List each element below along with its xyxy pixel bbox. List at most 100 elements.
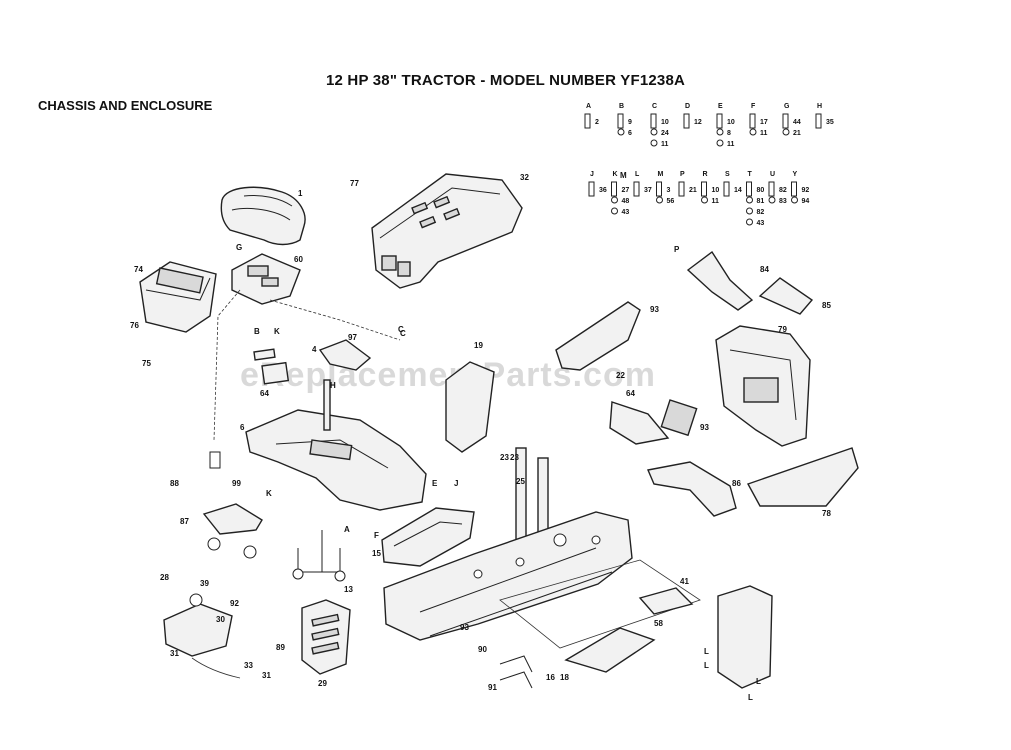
hardware-part-number: 10 — [661, 119, 669, 126]
part-callout: K — [266, 489, 272, 498]
hardware-part-number: 43 — [622, 209, 630, 216]
hardware-letter: J — [590, 171, 594, 178]
part-callout: 92 — [230, 599, 239, 608]
part-callout: 87 — [180, 517, 189, 526]
part-callout: 39 — [200, 579, 209, 588]
part-callout: 88 — [170, 479, 179, 488]
part-callout: 30 — [216, 615, 225, 624]
hardware-part-number: 21 — [689, 187, 697, 194]
hardware-letter: D — [685, 103, 690, 110]
part-callout: 89 — [276, 643, 285, 652]
part-callout: A — [344, 525, 350, 534]
hardware-part-number: 10 — [727, 119, 735, 126]
bolt-icon — [617, 113, 624, 129]
part-bracket-87 — [202, 451, 263, 559]
part-callout: 13 — [344, 585, 353, 594]
part-callout: C — [400, 329, 406, 338]
part-callout: 25 — [516, 477, 525, 486]
nut-icon — [611, 196, 618, 204]
bolt-icon — [701, 181, 707, 197]
part-callout: M — [620, 171, 627, 180]
bolt-icon — [815, 113, 822, 129]
part-lift-bracket — [318, 339, 372, 431]
hardware-part-number: 6 — [628, 130, 632, 137]
part-callout: H — [330, 381, 336, 390]
part-callout: L — [704, 661, 709, 670]
part-callout: 4 — [312, 345, 317, 354]
hardware-part-number: 37 — [644, 187, 652, 194]
part-callout: 1 — [298, 189, 303, 198]
nut-icon — [650, 139, 658, 147]
hardware-letter: S — [725, 171, 730, 178]
nut-icon — [650, 128, 658, 136]
part-callout: 23 — [510, 453, 519, 462]
part-callout: 90 — [478, 645, 487, 654]
bolt-icon — [746, 181, 752, 197]
hardware-part-number: 35 — [826, 119, 834, 126]
part-callout: 19 — [474, 341, 483, 350]
hardware-letter: H — [817, 103, 822, 110]
diagram-title: 12 HP 38" TRACTOR - MODEL NUMBER YF1238A — [325, 72, 686, 89]
hardware-legend: A2B96C102411D12E10811F1711G4421H35J36K27… — [584, 103, 834, 227]
nut-icon — [749, 128, 757, 136]
bolt-icon — [588, 181, 595, 197]
part-callout: B — [254, 327, 260, 336]
part-callout: 23 — [500, 453, 509, 462]
nut-icon — [716, 139, 724, 147]
part-callout: 32 — [520, 173, 529, 182]
part-plate-58 — [564, 627, 656, 673]
hardware-part-number: 2 — [595, 119, 599, 126]
nut-icon — [791, 196, 798, 204]
part-linkage — [292, 530, 346, 582]
part-bracket-93 — [555, 301, 641, 371]
hardware-part-number: 36 — [599, 187, 607, 194]
part-callout: L — [748, 693, 753, 702]
part-callout: J — [454, 479, 458, 488]
part-callout: 91 — [488, 683, 497, 692]
part-callout: 84 — [760, 265, 769, 274]
hardware-part-number: 44 — [793, 119, 801, 126]
section-title: CHASSIS AND ENCLOSURE — [38, 98, 213, 113]
part-callout: L — [704, 647, 709, 656]
hardware-letter: G — [784, 103, 790, 110]
hardware-letter: E — [718, 103, 723, 110]
bolt-icon — [782, 113, 789, 129]
hardware-part-number: 11 — [760, 130, 768, 137]
part-seat — [220, 186, 306, 246]
hardware-part-number: 81 — [757, 198, 765, 205]
part-callout: 28 — [160, 573, 169, 582]
hardware-part-number: 11 — [661, 141, 669, 148]
part-callout: 93 — [650, 305, 659, 314]
hardware-part-number: 48 — [622, 198, 630, 205]
hardware-part-number: 27 — [622, 187, 630, 194]
hardware-letter: F — [751, 103, 756, 110]
hardware-part-number: 21 — [793, 130, 801, 137]
part-callout: 79 — [778, 325, 787, 334]
hardware-letter: B — [619, 103, 624, 110]
hardware-letter: A — [586, 103, 591, 110]
part-hood — [371, 173, 523, 289]
part-footrest — [381, 507, 475, 567]
hardware-part-number: 11 — [712, 198, 720, 205]
nut-icon — [768, 196, 776, 204]
part-callout: F — [374, 531, 379, 540]
part-callout: 97 — [348, 333, 357, 342]
part-callout: L — [756, 677, 761, 686]
part-callout: K — [274, 327, 280, 336]
bolt-icon — [656, 181, 662, 197]
hardware-part-number: 80 — [757, 187, 765, 194]
hardware-part-number: 11 — [727, 141, 735, 148]
hardware-part-number: 24 — [661, 130, 669, 137]
hardware-part-number: 14 — [734, 187, 742, 194]
hardware-part-number: 83 — [779, 198, 787, 205]
nut-icon — [746, 196, 753, 204]
part-callout: E — [432, 479, 438, 488]
hardware-part-number: 94 — [802, 198, 810, 205]
part-fender — [245, 409, 427, 511]
part-plate-41 — [638, 587, 694, 615]
part-callout: G — [236, 243, 242, 252]
part-callout: 15 — [372, 549, 381, 558]
part-callout: 78 — [822, 509, 831, 518]
part-callout: 60 — [294, 255, 303, 264]
